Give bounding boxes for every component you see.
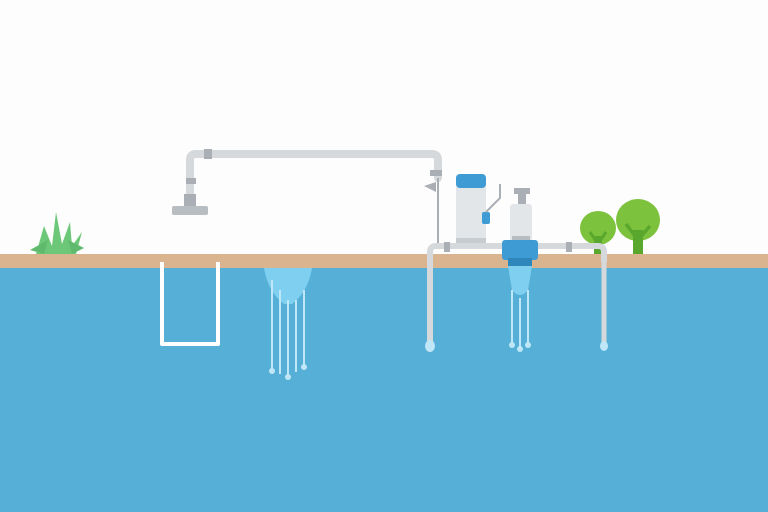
shrub-icon [30,212,84,254]
overhead-pipe [186,149,442,214]
drip-line-right [600,262,608,351]
water-body [0,262,768,512]
right-feed-pipe [424,178,439,244]
valve-icon [502,240,538,266]
water-pump-icon [456,174,501,244]
faucet-icon [172,194,208,215]
ground-line [0,254,768,268]
spray-plume [264,268,312,380]
drip-emitter-center [508,266,532,352]
drip-line-left [425,262,435,352]
underground-u-pipe [160,262,220,346]
tree-icon [616,199,660,254]
